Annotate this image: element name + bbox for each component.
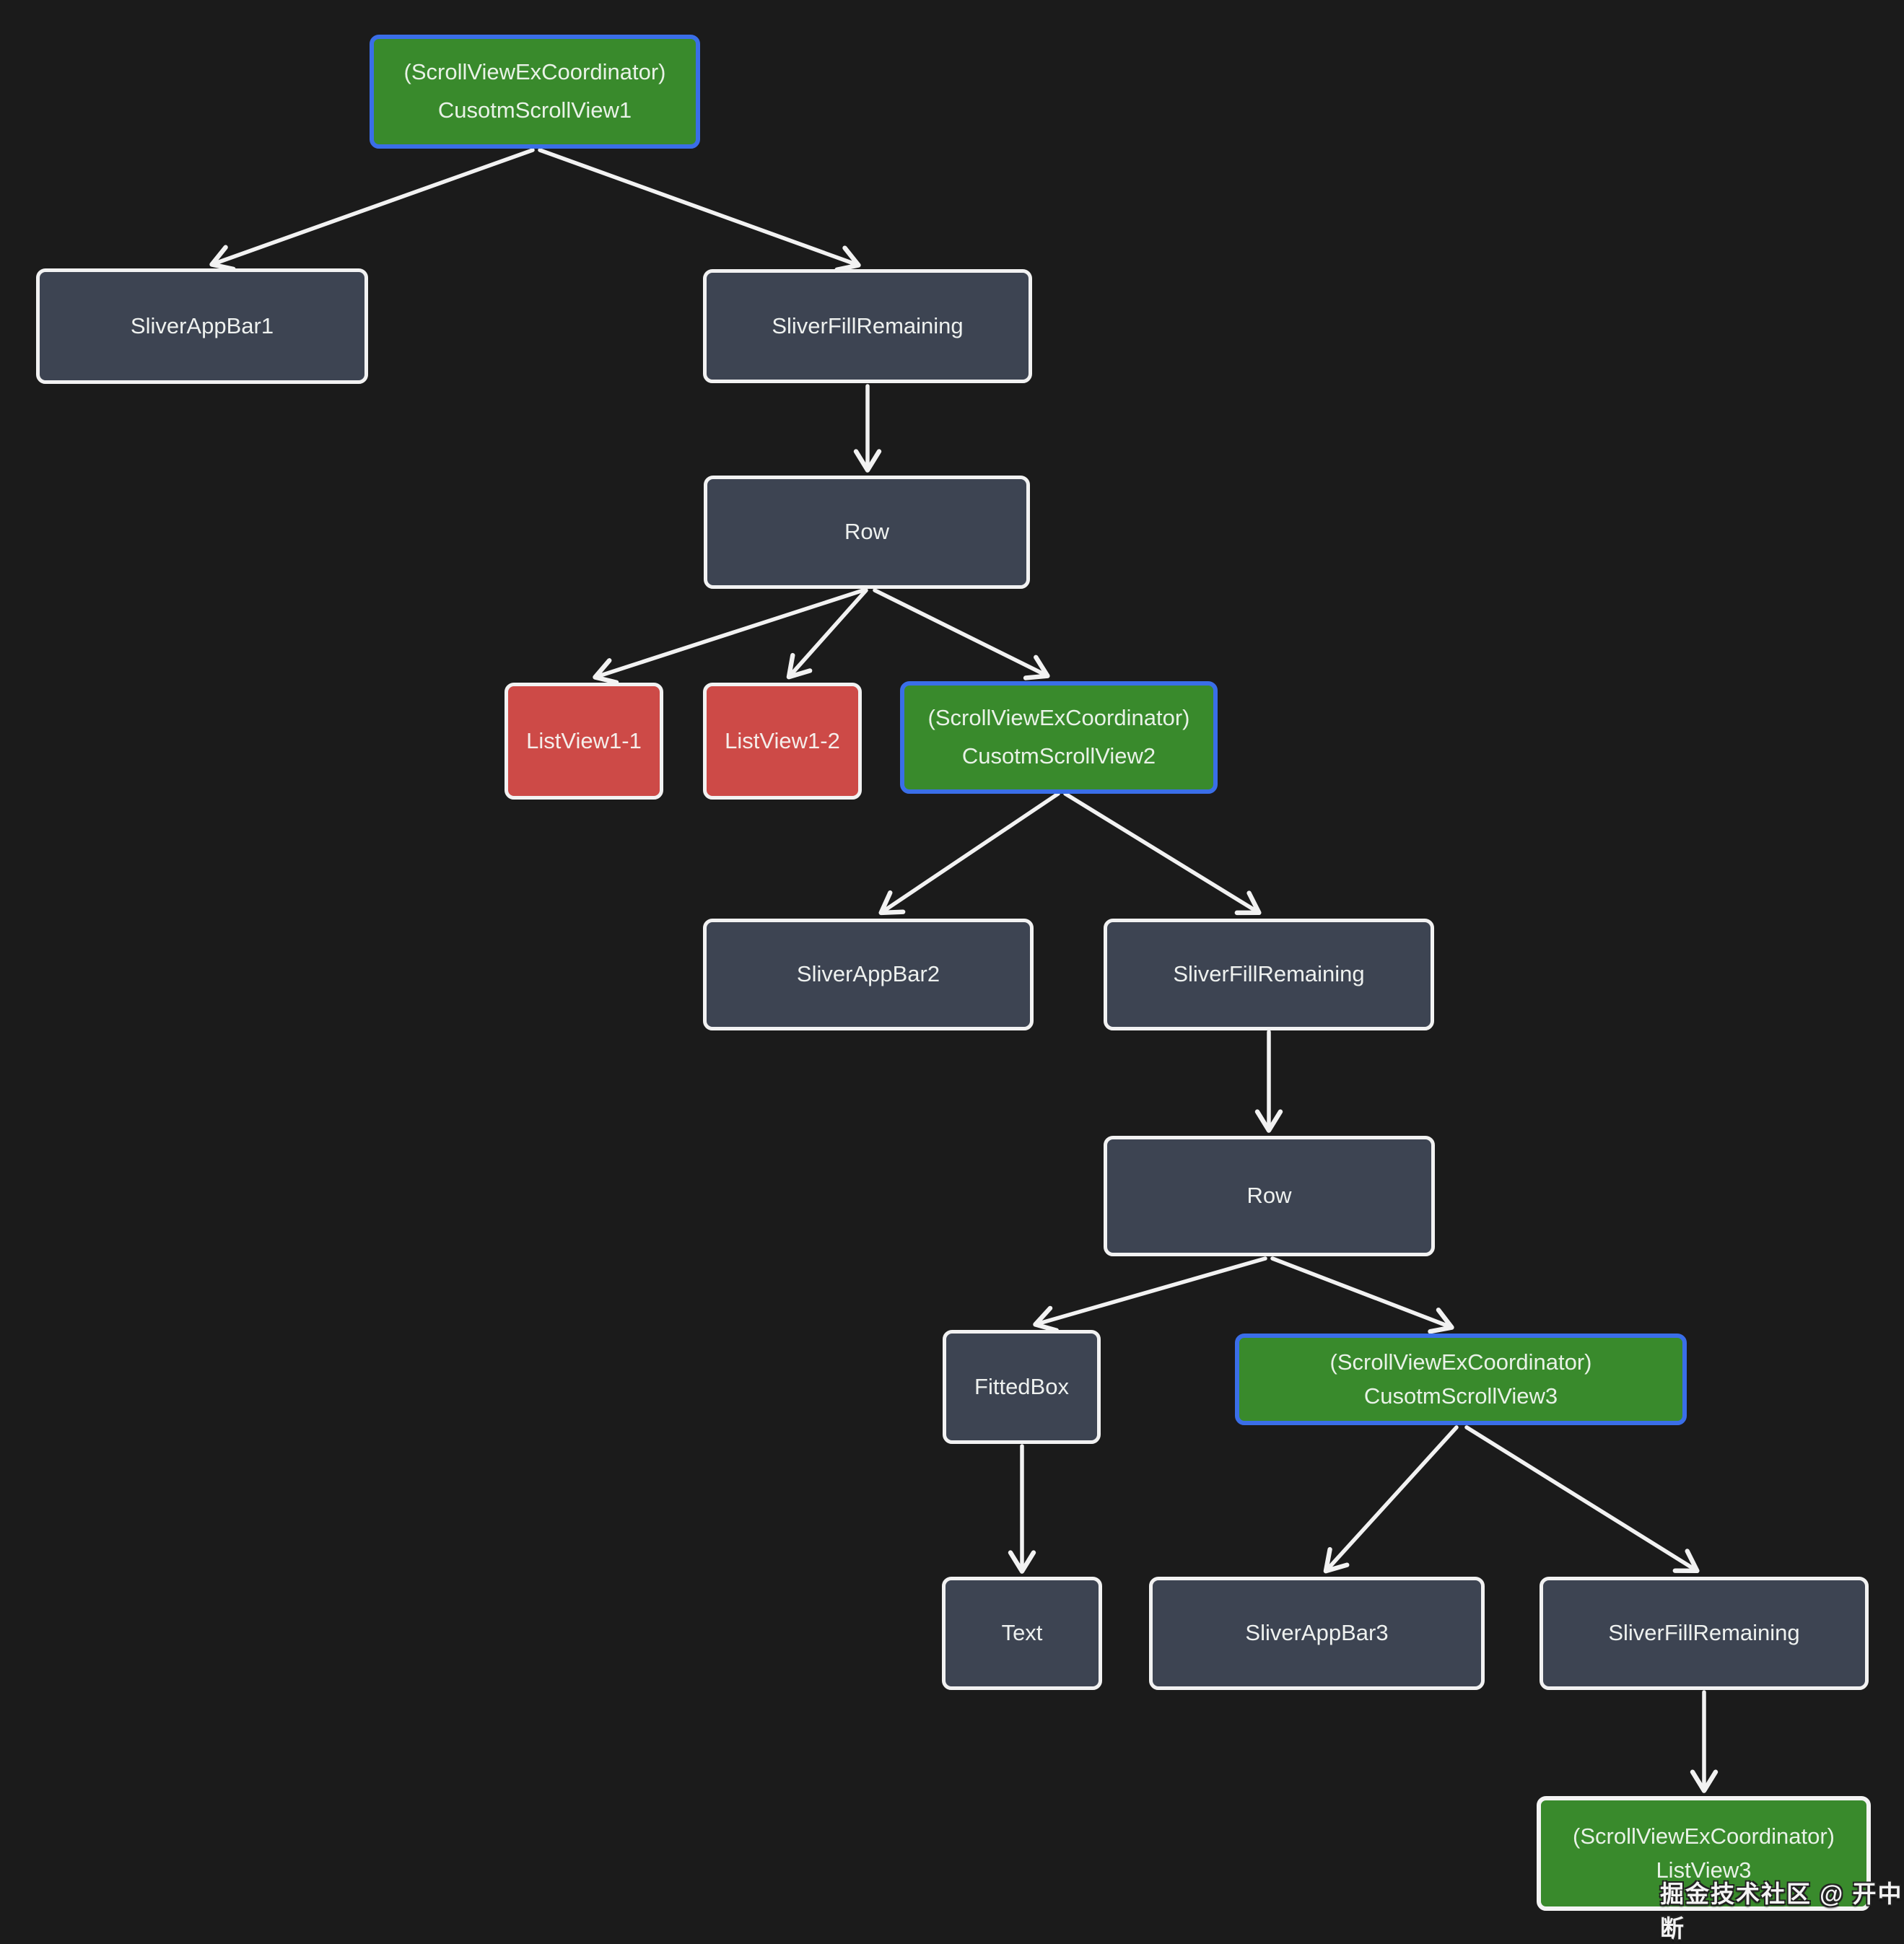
node-listview1-1: ListView1-1 (505, 683, 663, 800)
node-label: (ScrollViewExCoordinator) (1573, 1823, 1835, 1849)
node-label: SliverAppBar3 (1245, 1620, 1389, 1646)
node-label: Text (1001, 1620, 1043, 1646)
node-label: SliverAppBar1 (130, 312, 274, 338)
node-sliverappbar1: SliverAppBar1 (36, 268, 368, 384)
node-label: SliverAppBar2 (796, 961, 940, 987)
node-listview1-2: ListView1-2 (703, 683, 862, 800)
node-customscrollview1: (ScrollViewExCoordinator) CusotmScrollVi… (370, 35, 700, 149)
node-label: SliverFillRemaining (1608, 1620, 1800, 1646)
node-label: CusotmScrollView1 (437, 97, 632, 123)
node-listview3: (ScrollViewExCoordinator) ListView3 (1537, 1796, 1871, 1911)
node-label: SliverFillRemaining (1173, 961, 1365, 987)
node-label: CusotmScrollView2 (961, 743, 1156, 769)
node-row1: Row (704, 476, 1030, 589)
node-label: Row (844, 519, 889, 545)
node-label: (ScrollViewExCoordinator) (1329, 1349, 1592, 1375)
node-label: CusotmScrollView3 (1363, 1383, 1558, 1409)
node-label: ListView1-2 (725, 727, 840, 753)
node-sliverappbar2: SliverAppBar2 (703, 919, 1034, 1030)
node-label: ListView3 (1656, 1857, 1752, 1883)
node-fittedbox: FittedBox (943, 1330, 1101, 1444)
node-sliverappbar3: SliverAppBar3 (1149, 1577, 1485, 1690)
node-label: Row (1246, 1183, 1292, 1209)
node-label: (ScrollViewExCoordinator) (403, 59, 666, 85)
node-label: FittedBox (974, 1373, 1069, 1399)
node-label: SliverFillRemaining (772, 312, 964, 338)
node-sliverfillremaining1: SliverFillRemaining (703, 269, 1032, 383)
node-row2: Row (1104, 1136, 1435, 1256)
node-sliverfillremaining3: SliverFillRemaining (1540, 1577, 1869, 1690)
node-label: (ScrollViewExCoordinator) (927, 705, 1190, 731)
node-sliverfillremaining2: SliverFillRemaining (1104, 919, 1434, 1030)
node-customscrollview3: (ScrollViewExCoordinator) CusotmScrollVi… (1235, 1334, 1687, 1425)
watermark: 掘金技术社区 @ 开中断 (1660, 1880, 1903, 1942)
node-text: Text (942, 1577, 1102, 1690)
node-customscrollview2: (ScrollViewExCoordinator) CusotmScrollVi… (900, 681, 1218, 794)
node-label: ListView1-1 (526, 727, 642, 753)
